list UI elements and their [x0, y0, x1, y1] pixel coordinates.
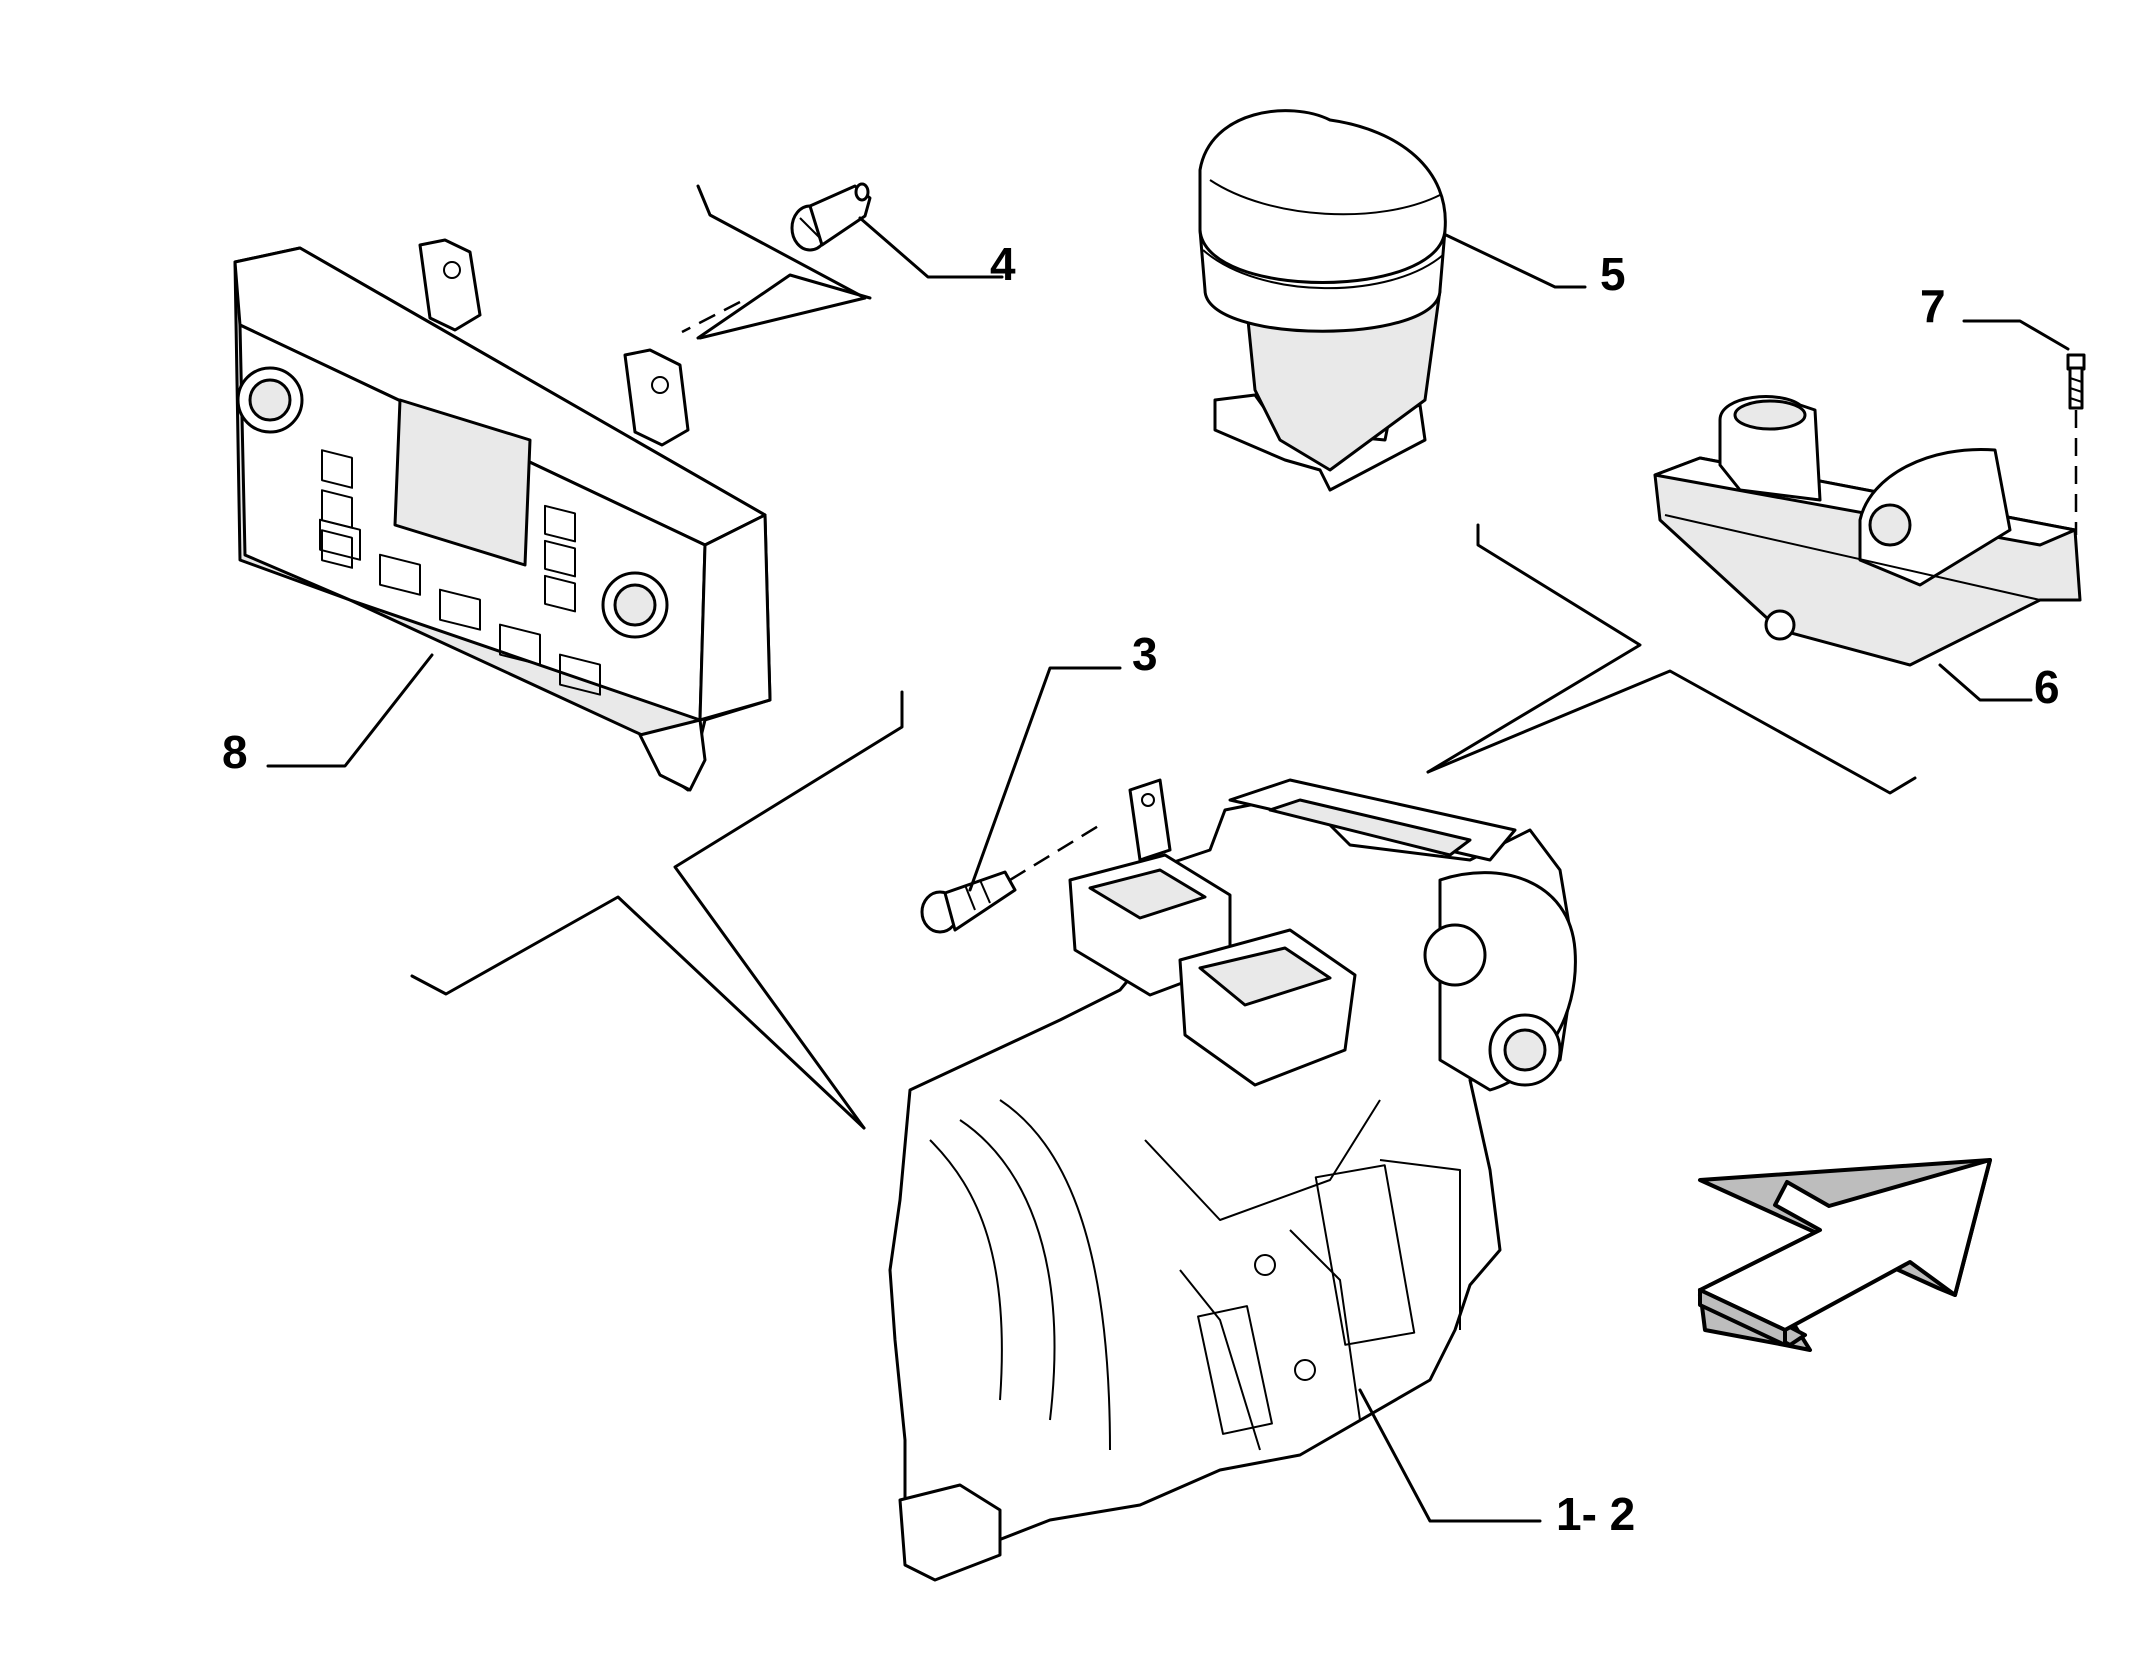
- screw-3[interactable]: [920, 870, 1017, 934]
- callout-3: 3: [1132, 628, 1158, 680]
- screw-4[interactable]: [790, 182, 872, 252]
- callout-1-2: 1- 2: [1556, 1488, 1635, 1540]
- callout-6: 6: [2034, 661, 2060, 713]
- leader-lines: [266, 184, 2078, 1523]
- hvac-heater-unit[interactable]: [888, 778, 1577, 1582]
- callout-7: 7: [1920, 280, 1946, 332]
- callout-5: 5: [1600, 248, 1626, 300]
- bolt-7[interactable]: [2066, 353, 2086, 410]
- air-filter-housing[interactable]: [1198, 109, 1447, 492]
- climate-control-panel[interactable]: [233, 238, 772, 792]
- callout-labels: 8 4 5 7 6 3 1- 2: [222, 238, 2060, 1540]
- callout-4: 4: [990, 238, 1016, 290]
- callout-8: 8: [222, 726, 248, 778]
- control-module[interactable]: [1653, 395, 2082, 667]
- arrow-icon: [1698, 1158, 1992, 1352]
